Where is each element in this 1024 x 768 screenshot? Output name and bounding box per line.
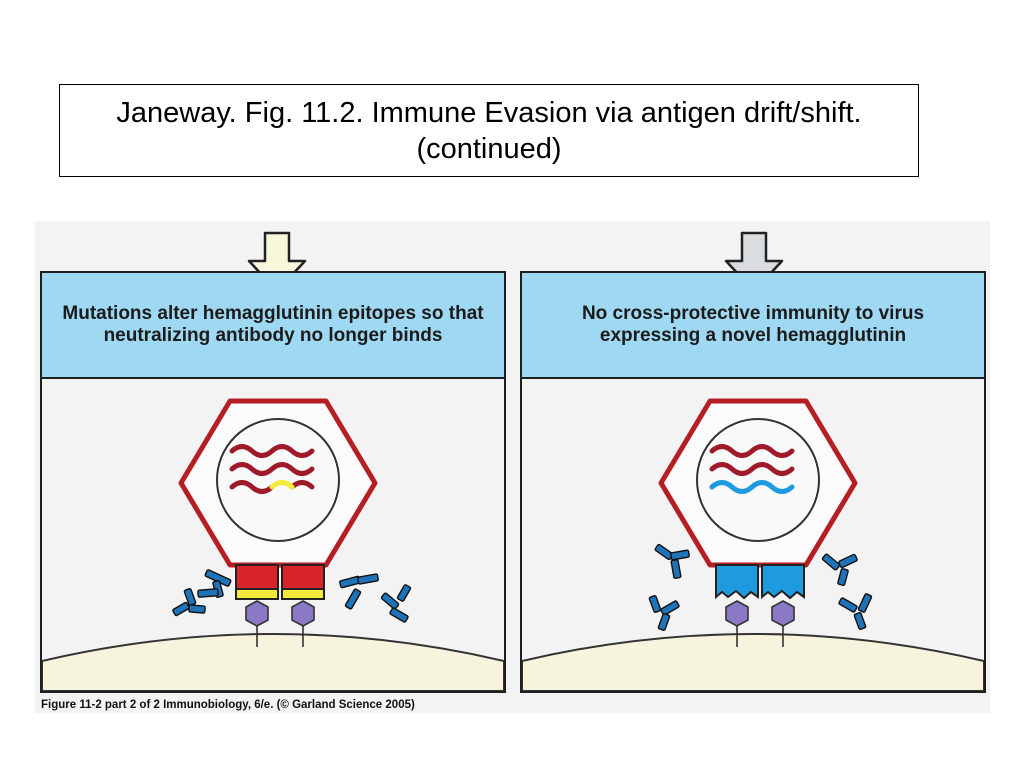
slide-title-box: Janeway. Fig. 11.2. Immune Evasion via a…: [59, 84, 919, 177]
figure-caption: Figure 11-2 part 2 of 2 Immunobiology, 6…: [41, 699, 415, 711]
virus-diagram: [42, 398, 504, 691]
panel-heading-box: Mutations alter hemagglutinin epitopes s…: [42, 273, 504, 379]
antibody-icon: [838, 597, 858, 613]
antibody-icon: [657, 613, 671, 631]
antibody-icon: [660, 600, 680, 616]
antibody-icon: [396, 584, 412, 602]
antibody-icon: [389, 607, 409, 623]
mutated-hemagglutinin: [235, 564, 325, 600]
antibody-icon: [344, 588, 362, 610]
panel-shift: No cross-protective immunity to virus ex…: [520, 271, 986, 693]
antibody-icon: [654, 543, 674, 561]
antibody-icon: [670, 549, 690, 561]
novel-hemagglutinin: [715, 564, 805, 600]
receptor: [245, 600, 315, 647]
panel-heading: Mutations alter hemagglutinin epitopes s…: [62, 303, 484, 346]
antibody-icon: [857, 593, 873, 613]
receptor: [725, 600, 795, 647]
antibody-icon: [380, 592, 400, 610]
panel-heading-box: No cross-protective immunity to virus ex…: [522, 273, 984, 379]
antibody-icon: [188, 604, 206, 614]
virus-icon: [178, 398, 378, 568]
antibody-icon: [821, 553, 841, 571]
antibody-icon: [172, 601, 190, 617]
antibody-icon: [197, 588, 219, 598]
figure: Mutations alter hemagglutinin epitopes s…: [35, 221, 990, 713]
antibody-icon: [670, 559, 682, 579]
virus-icon: [658, 398, 858, 568]
antibody-icon: [357, 573, 379, 585]
panel-heading: No cross-protective immunity to virus ex…: [581, 303, 925, 346]
antibody-icon: [648, 595, 662, 613]
antibody-icon: [838, 553, 858, 569]
panel-drift: Mutations alter hemagglutinin epitopes s…: [40, 271, 506, 693]
antibody-icon: [837, 568, 849, 586]
slide-title: Janeway. Fig. 11.2. Immune Evasion via a…: [116, 96, 862, 165]
antibody-icon: [853, 612, 867, 630]
virus-diagram: [522, 398, 984, 691]
